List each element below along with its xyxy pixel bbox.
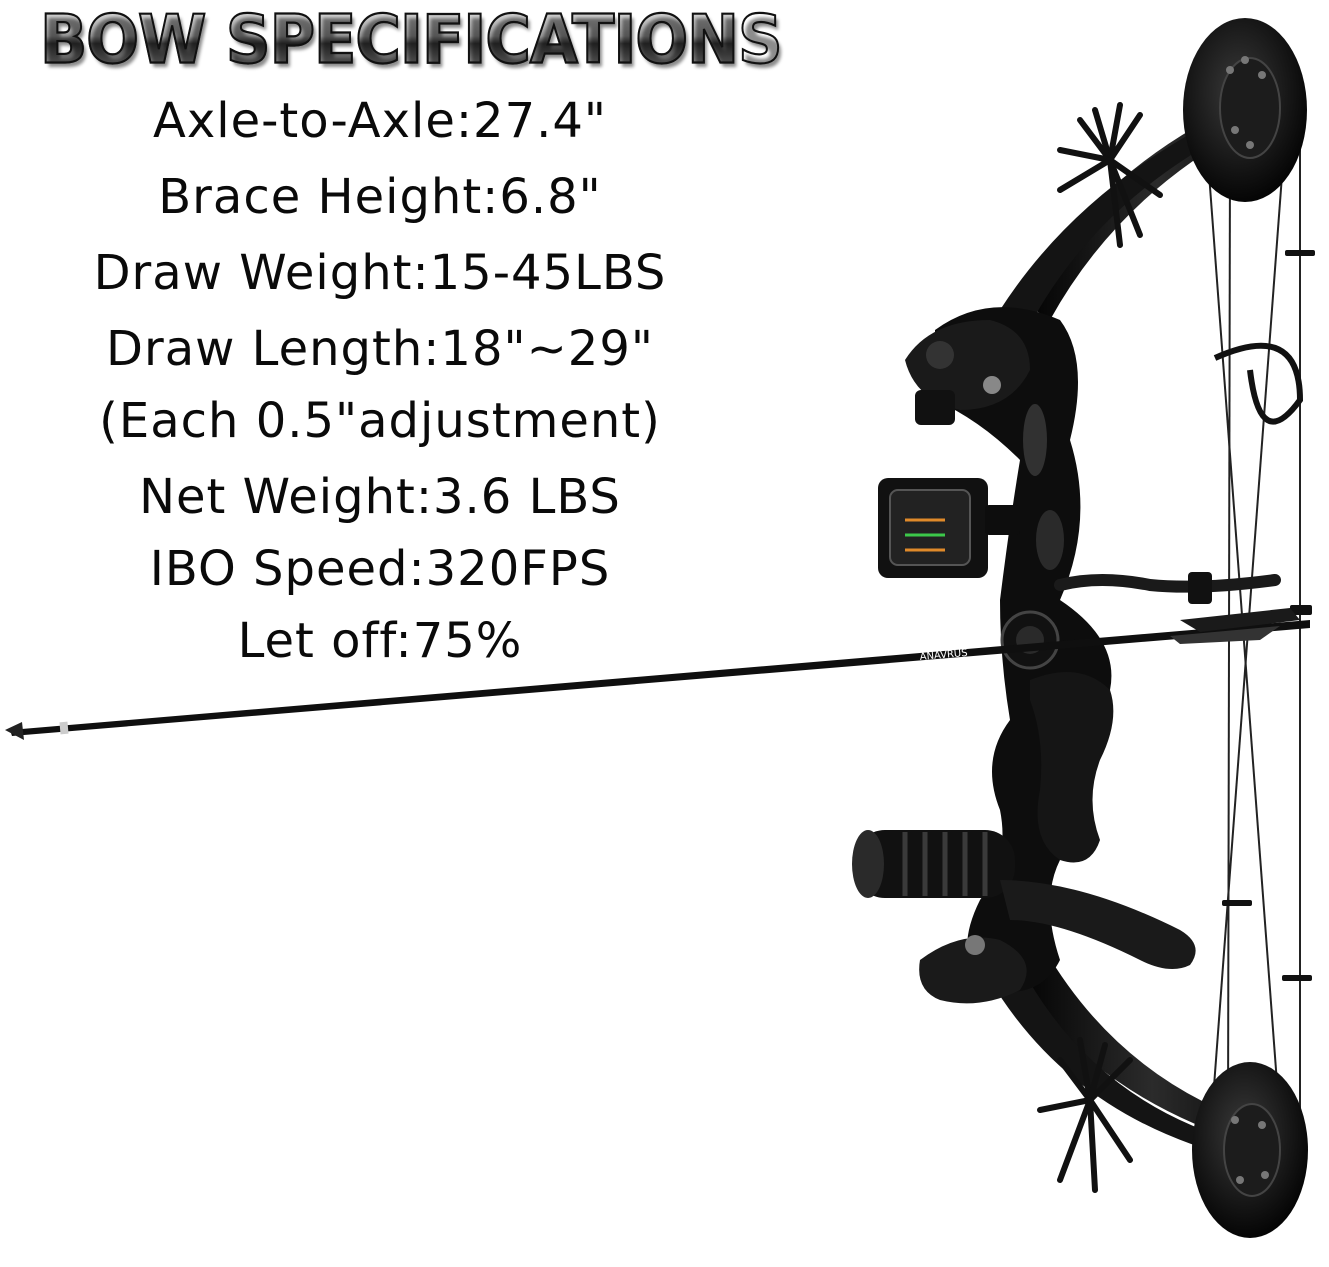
bow-grip (1030, 672, 1114, 863)
spec-draw-length-adjustment: (Each 0.5"adjustment) (99, 393, 661, 449)
lower-limb-dampener (1037, 1037, 1133, 1193)
string-silencers (1222, 250, 1315, 981)
upper-cam (1183, 18, 1307, 202)
spec-brace-height: Brace Height:6.8" (158, 169, 602, 225)
lower-limb-pocket (919, 937, 1027, 1004)
arrow-rest (1000, 610, 1060, 670)
page-title: BOW SPECIFICATIONS (39, 0, 784, 79)
spec-draw-weight: Draw Weight:15-45LBS (93, 245, 667, 301)
lower-cam (1192, 1062, 1308, 1238)
upper-limb-dampener (1057, 102, 1163, 248)
d-loop (1213, 342, 1304, 425)
spec-net-weight: Net Weight:3.6 LBS (139, 469, 621, 525)
spec-let-off: Let off:75% (237, 613, 523, 669)
arrow-brand-label: ANAVRUS (919, 648, 968, 663)
arrow: ANAVRUS (5, 608, 1310, 740)
spec-draw-length: Draw Length:18"~29" (106, 321, 654, 377)
spec-ibo-speed: IBO Speed:320FPS (149, 541, 611, 597)
side-rod (1054, 574, 1281, 593)
spec-list: Axle-to-Axle:27.4" Brace Height:6.8" Dra… (0, 88, 760, 684)
spec-axle-to-axle: Axle-to-Axle:27.4" (152, 93, 607, 149)
bow-sight (878, 478, 1020, 578)
wrist-strap (1000, 880, 1196, 969)
stabilizer (852, 830, 1015, 898)
